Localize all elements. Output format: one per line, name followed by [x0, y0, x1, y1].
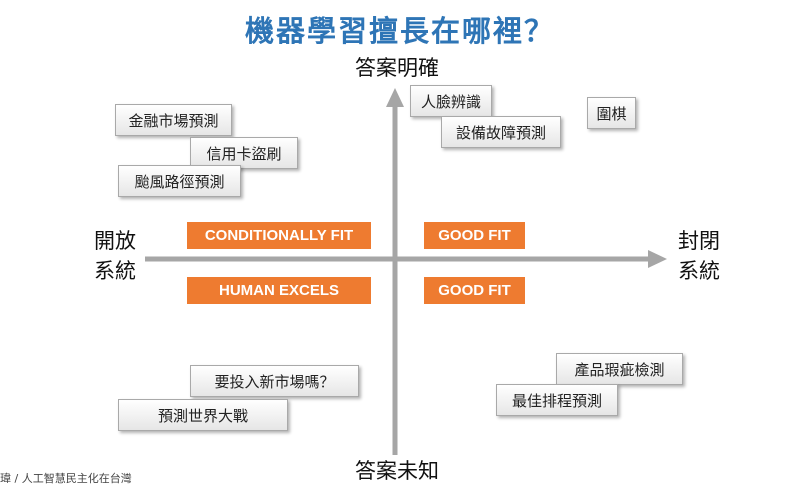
item-credit-card-fraud: 信用卡盜刷 — [190, 137, 298, 169]
item-scheduling: 最佳排程預測 — [496, 384, 618, 416]
axis-label-top: 答案明確 — [355, 56, 439, 80]
item-world-war: 預測世界大戰 — [118, 399, 288, 431]
item-typhoon-path: 颱風路徑預測 — [118, 165, 241, 197]
axis-label-left: 開放 系統 — [80, 226, 150, 286]
quadrant-conditionally-fit: CONDITIONALLY FIT — [187, 222, 371, 249]
item-go: 圍棋 — [587, 97, 636, 129]
axis-label-right-line2: 系統 — [678, 259, 720, 283]
item-financial-market: 金融市場預測 — [115, 104, 232, 136]
axis-label-left-line1: 開放 — [94, 229, 136, 253]
page-title: 機器學習擅長在哪裡？ — [244, 14, 555, 48]
footer-credit: 瑋 / 人工智慧民主化在台灣 — [0, 472, 132, 485]
item-face-recognition: 人臉辨識 — [410, 85, 492, 117]
axis-label-left-line2: 系統 — [94, 259, 136, 283]
axis-label-right-line1: 封閉 — [678, 229, 720, 253]
axis-label-bottom: 答案未知 — [355, 459, 439, 483]
arrow-right-icon — [648, 250, 667, 268]
quadrant-good-fit-bottom: GOOD FIT — [424, 277, 525, 304]
item-equipment-failure: 設備故障預測 — [441, 116, 561, 148]
item-defect-detection: 產品瑕疵檢測 — [556, 353, 683, 385]
quadrant-good-fit-top: GOOD FIT — [424, 222, 525, 249]
arrow-up-icon — [386, 88, 404, 107]
quadrant-human-excels: HUMAN EXCELS — [187, 277, 371, 304]
axis-label-right: 封閉 系統 — [664, 226, 734, 286]
item-new-market: 要投入新市場嗎？ — [190, 365, 359, 397]
